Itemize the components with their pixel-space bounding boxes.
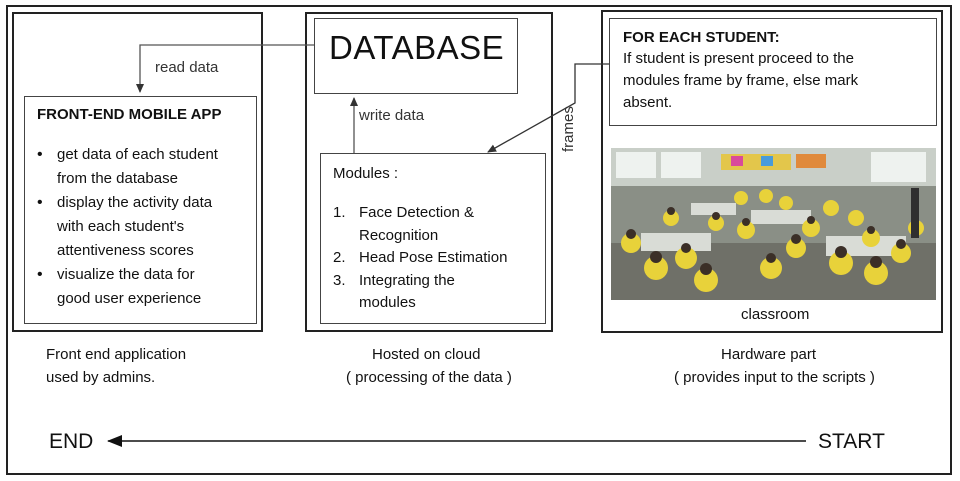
student-note-title: FOR EACH STUDENT: — [623, 29, 780, 46]
classroom-photo-image — [611, 148, 936, 300]
student-note-line1: If student is present proceed to the — [623, 50, 854, 67]
modules-list: 1.Face Detection & Recognition 2.Head Po… — [327, 202, 542, 315]
student-note-box — [609, 18, 937, 126]
frontend-bullet-continuation: from the database — [57, 170, 178, 187]
frontend-caption-line1: Front end application — [46, 346, 187, 363]
photo-caption: classroom — [741, 306, 810, 323]
frontend-bullet: visualize the data for — [31, 263, 253, 287]
frontend-bullet-list: get data of each student from the databa… — [31, 143, 253, 311]
module-item-continuation: modules — [359, 294, 416, 311]
cloud-caption-line2: ( processing of the data ) — [346, 369, 512, 386]
module-item-continuation: Recognition — [359, 226, 439, 244]
module-item: 1.Face Detection & — [333, 204, 475, 221]
student-note-line3: absent. — [623, 94, 673, 111]
cloud-caption-line1: Hosted on cloud — [372, 346, 481, 363]
frontend-bullet: get data of each student — [31, 143, 253, 167]
frontend-caption-line2: used by admins. — [46, 369, 156, 386]
frontend-bullet-continuation: attentiveness scores — [57, 242, 194, 259]
frontend-app-title: FRONT-END MOBILE APP — [37, 106, 222, 123]
database-box — [314, 18, 518, 94]
modules-heading: Modules : — [333, 165, 399, 182]
frames-label: frames — [560, 106, 577, 152]
database-label: DATABASE — [329, 29, 505, 66]
end-label: END — [49, 430, 94, 453]
module-item: 3.Integrating the — [333, 271, 455, 289]
read-data-label: read data — [155, 59, 219, 76]
student-note-line2: modules frame by frame, else mark — [623, 72, 859, 89]
frontend-bullet-continuation: with each student's — [57, 218, 185, 235]
module-item: 2.Head Pose Estimation — [333, 249, 508, 266]
hardware-caption-line1: Hardware part — [721, 346, 817, 363]
write-data-label: write data — [359, 107, 425, 124]
modules-box — [320, 153, 546, 324]
hardware-caption-line2: ( provides input to the scripts ) — [674, 369, 875, 386]
frontend-bullet-continuation: good user experience — [57, 290, 202, 307]
classroom-photo — [611, 148, 936, 300]
start-label: START — [818, 430, 885, 453]
frontend-bullet: display the activity data — [31, 191, 253, 215]
